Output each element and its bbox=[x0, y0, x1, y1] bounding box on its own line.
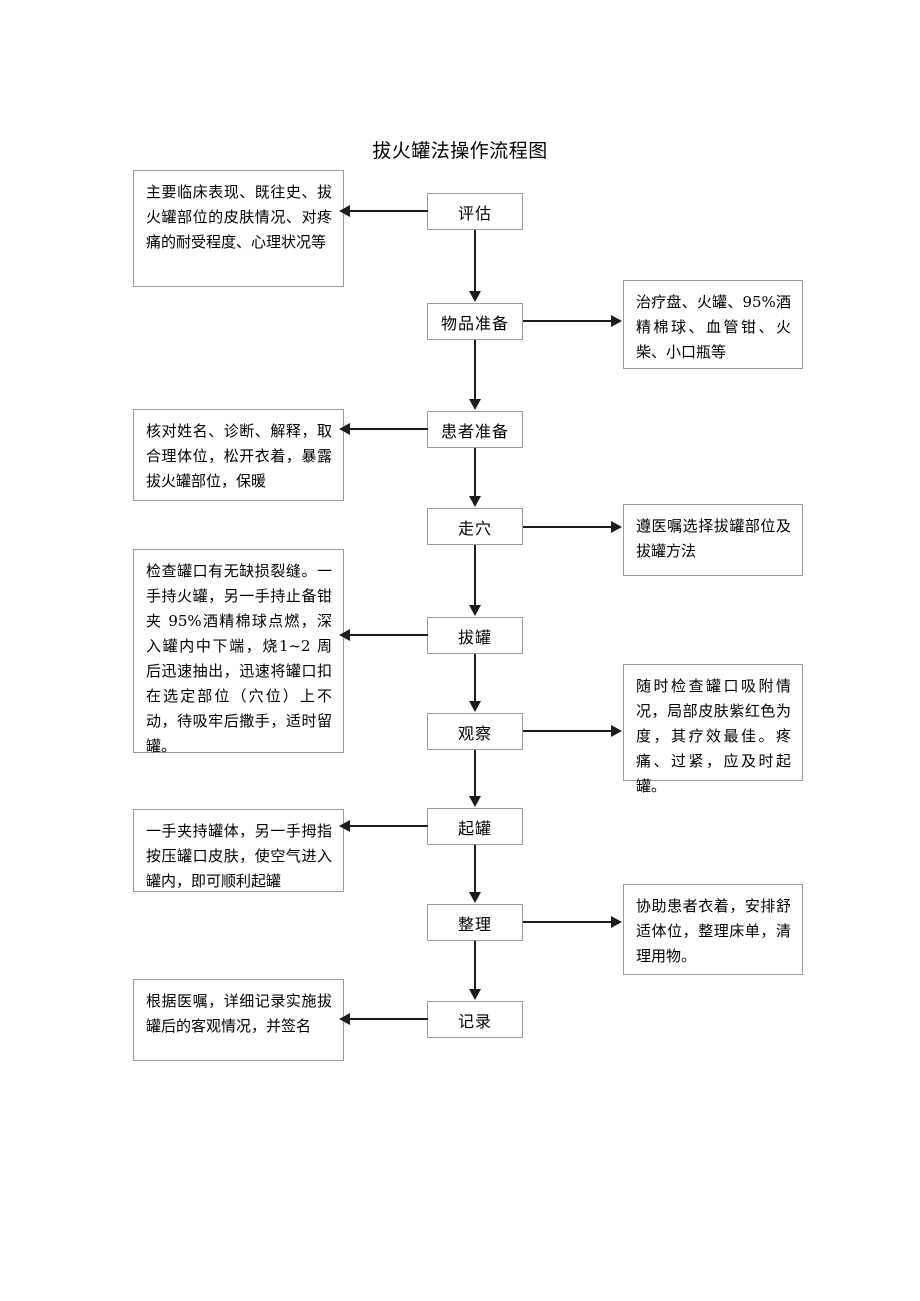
note-box-cupping: 检查罐口有无缺损裂缝。一手持火罐，另一手持止备钳夹 95%酒精棉球点燃，深入罐内… bbox=[133, 549, 344, 755]
step-label-cupping: 拔罐 bbox=[457, 627, 492, 647]
edge-tidy-up-to-record bbox=[474, 941, 476, 990]
step-box-locate-point[interactable]: 走穴 bbox=[427, 508, 523, 545]
edge-cupping-to-note bbox=[349, 634, 428, 636]
arrowhead-cupping-to-note bbox=[339, 629, 350, 641]
step-label-tidy-up: 整理 bbox=[457, 914, 492, 934]
arrowhead-observe-to-remove-cup bbox=[469, 796, 481, 807]
arrowhead-observe-to-note bbox=[611, 725, 622, 737]
edge-record-to-note bbox=[349, 1018, 428, 1020]
note-text-supplies: 治疗盘、火罐、95%酒精棉球、血管钳、火柴、小口瓶等 bbox=[636, 293, 791, 361]
step-label-record: 记录 bbox=[457, 1011, 492, 1031]
note-box-supplies: 治疗盘、火罐、95%酒精棉球、血管钳、火柴、小口瓶等 bbox=[623, 280, 803, 369]
note-box-assess: 主要临床表现、既往史、拔火罐部位的皮肤情况、对疼痛的耐受程度、心理状况等 bbox=[133, 170, 344, 287]
edge-assess-to-supplies bbox=[474, 230, 476, 292]
arrowhead-supplies-to-patient-prep bbox=[469, 399, 481, 410]
step-label-patient-prep: 患者准备 bbox=[440, 421, 509, 441]
step-box-observe[interactable]: 观察 bbox=[427, 713, 523, 750]
page-title: 拔火罐法操作流程图 bbox=[372, 140, 548, 162]
note-box-tidy-up: 协助患者衣着，安排舒适体位，整理床单，清理用物。 bbox=[623, 884, 803, 975]
step-box-record[interactable]: 记录 bbox=[427, 1001, 523, 1038]
arrowhead-remove-cup-to-tidy-up bbox=[469, 892, 481, 903]
edge-remove-cup-to-note bbox=[349, 825, 428, 827]
note-text-remove-cup: 一手夹持罐体，另一手拇指按压罐口皮肤，使空气进入罐内，即可顺利起罐 bbox=[146, 822, 332, 890]
arrowhead-locate-point-to-cupping bbox=[469, 605, 481, 616]
arrowhead-patient-prep-to-note bbox=[339, 423, 350, 435]
step-box-tidy-up[interactable]: 整理 bbox=[427, 904, 523, 941]
arrowhead-tidy-up-to-record bbox=[469, 989, 481, 1000]
arrowhead-tidy-up-to-note bbox=[611, 916, 622, 928]
arrowhead-locate-point-to-note bbox=[611, 521, 622, 533]
step-label-observe: 观察 bbox=[457, 723, 492, 743]
note-box-remove-cup: 一手夹持罐体，另一手拇指按压罐口皮肤，使空气进入罐内，即可顺利起罐 bbox=[133, 809, 344, 892]
note-box-locate-point: 遵医嘱选择拔罐部位及拔罐方法 bbox=[623, 504, 803, 576]
step-label-locate-point: 走穴 bbox=[457, 518, 492, 538]
step-box-patient-prep[interactable]: 患者准备 bbox=[427, 411, 523, 448]
note-text-record: 根据医嘱，详细记录实施拔罐后的客观情况，并签名 bbox=[146, 992, 332, 1035]
arrowhead-remove-cup-to-note bbox=[339, 820, 350, 832]
edge-remove-cup-to-tidy-up bbox=[474, 845, 476, 893]
note-box-record: 根据医嘱，详细记录实施拔罐后的客观情况，并签名 bbox=[133, 979, 344, 1061]
edge-cupping-to-observe bbox=[474, 654, 476, 702]
edge-observe-to-remove-cup bbox=[474, 750, 476, 797]
edge-patient-prep-to-note bbox=[349, 428, 428, 430]
arrowhead-supplies-to-note bbox=[611, 315, 622, 327]
step-box-remove-cup[interactable]: 起罐 bbox=[427, 808, 523, 845]
note-box-observe: 随时检查罐口吸附情况，局部皮肤紫红色为度，其疗效最佳。疼痛、过紧，应及时起罐。 bbox=[623, 664, 803, 795]
note-text-tidy-up: 协助患者衣着，安排舒适体位，整理床单，清理用物。 bbox=[636, 897, 791, 965]
step-box-cupping[interactable]: 拔罐 bbox=[427, 617, 523, 654]
edge-supplies-to-note bbox=[523, 320, 612, 322]
note-text-cupping: 检查罐口有无缺损裂缝。一手持火罐，另一手持止备钳夹 95%酒精棉球点燃，深入罐内… bbox=[146, 562, 332, 755]
edge-observe-to-note bbox=[523, 730, 612, 732]
arrowhead-assess-to-note bbox=[339, 205, 350, 217]
note-text-assess: 主要临床表现、既往史、拔火罐部位的皮肤情况、对疼痛的耐受程度、心理状况等 bbox=[146, 183, 332, 251]
note-text-locate-point: 遵医嘱选择拔罐部位及拔罐方法 bbox=[636, 517, 791, 560]
step-box-supplies[interactable]: 物品准备 bbox=[427, 303, 523, 340]
note-text-observe: 随时检查罐口吸附情况，局部皮肤紫红色为度，其疗效最佳。疼痛、过紧，应及时起罐。 bbox=[636, 677, 791, 795]
note-box-patient-prep: 核对姓名、诊断、解释，取合理体位，松开衣着，暴露拔火罐部位，保暖 bbox=[133, 409, 344, 501]
arrowhead-cupping-to-observe bbox=[469, 701, 481, 712]
step-label-supplies: 物品准备 bbox=[440, 313, 509, 333]
step-label-assess: 评估 bbox=[457, 203, 492, 223]
edge-assess-to-note bbox=[349, 210, 428, 212]
edge-supplies-to-patient-prep bbox=[474, 340, 476, 400]
edge-tidy-up-to-note bbox=[523, 921, 612, 923]
edge-locate-point-to-cupping bbox=[474, 545, 476, 606]
step-label-remove-cup: 起罐 bbox=[457, 818, 492, 838]
edge-patient-prep-to-locate-point bbox=[474, 448, 476, 497]
arrowhead-record-to-note bbox=[339, 1013, 350, 1025]
edge-locate-point-to-note bbox=[523, 526, 612, 528]
arrowhead-patient-prep-to-locate-point bbox=[469, 496, 481, 507]
arrowhead-assess-to-supplies bbox=[469, 291, 481, 302]
note-text-patient-prep: 核对姓名、诊断、解释，取合理体位，松开衣着，暴露拔火罐部位，保暖 bbox=[146, 422, 332, 490]
step-box-assess[interactable]: 评估 bbox=[427, 193, 523, 230]
